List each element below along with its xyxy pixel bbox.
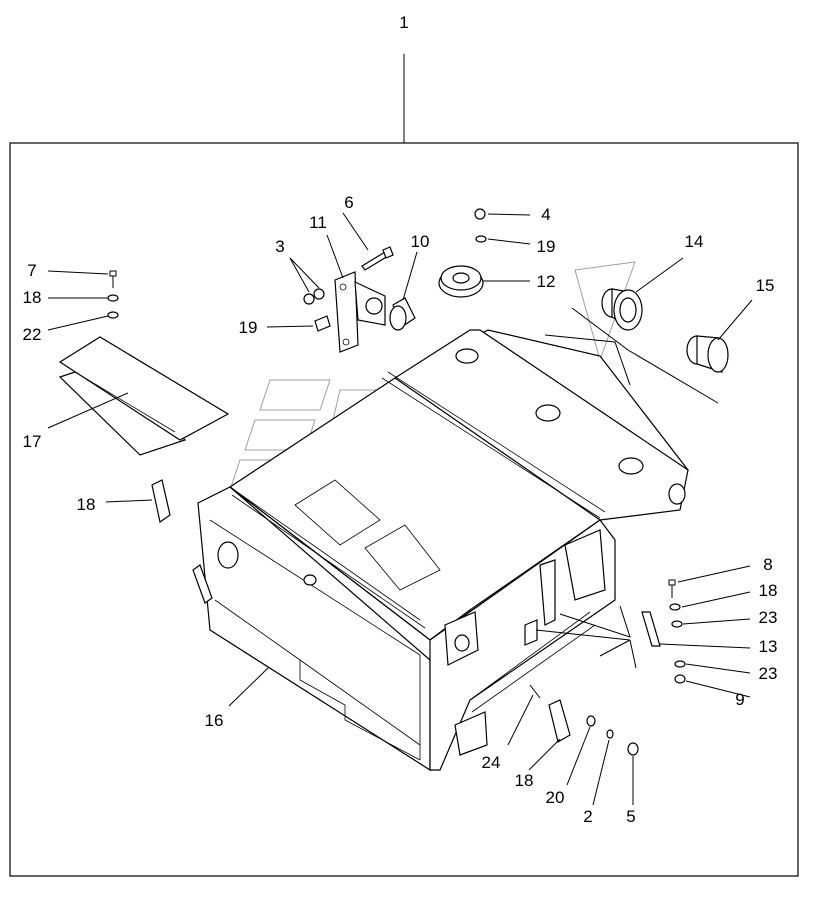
- callout-6: 6: [344, 193, 353, 212]
- callout-assembly: 1: [399, 13, 408, 32]
- callout-12: 12: [537, 272, 556, 291]
- callout-3: 3: [275, 237, 284, 256]
- flange-part-15: [686, 335, 729, 373]
- callout-19-left: 18: [77, 495, 96, 514]
- callout-11: 11: [309, 213, 327, 232]
- callout-23-left: 22: [23, 325, 42, 344]
- fasteners: [107, 208, 686, 756]
- callout-labels: 6 3 11 10 4 19 12 14 15 19 7 18 22 17 18…: [23, 193, 778, 826]
- assembly-frame: [9, 142, 799, 877]
- callout-17: 17: [23, 432, 42, 451]
- ring-part-12: [438, 265, 484, 298]
- bracket-part-11: [334, 271, 386, 353]
- callout-9: 9: [735, 690, 744, 709]
- callout-8: 8: [763, 555, 772, 574]
- callout-16: 16: [205, 711, 224, 730]
- callout-24: 24: [482, 753, 501, 772]
- callout-23-right-2: 23: [759, 664, 778, 683]
- plate-part-17: [58, 336, 230, 456]
- leader-lines: [47, 212, 753, 806]
- callout-10: 10: [411, 232, 430, 251]
- callout-23-right-1: 23: [759, 608, 778, 627]
- callout-21: 19: [537, 237, 556, 256]
- callout-22: 20: [546, 788, 565, 807]
- callout-13: 13: [759, 637, 778, 656]
- callout-20: 19: [239, 318, 258, 337]
- bolt-part-6: [361, 246, 394, 271]
- bushing-part-10: [389, 297, 416, 331]
- callout-15: 15: [756, 276, 775, 295]
- callout-14: 14: [685, 232, 704, 251]
- main-frame-body: [192, 329, 689, 772]
- callout-7: 7: [27, 261, 36, 280]
- callout-18-left: 18: [23, 288, 42, 307]
- callout-2: 2: [583, 807, 592, 826]
- callout-4: 4: [541, 205, 550, 224]
- callout-18-right: 18: [759, 581, 778, 600]
- callout-19-right: 18: [515, 771, 534, 790]
- flange-part-14: [601, 288, 643, 331]
- callout-5: 5: [626, 807, 635, 826]
